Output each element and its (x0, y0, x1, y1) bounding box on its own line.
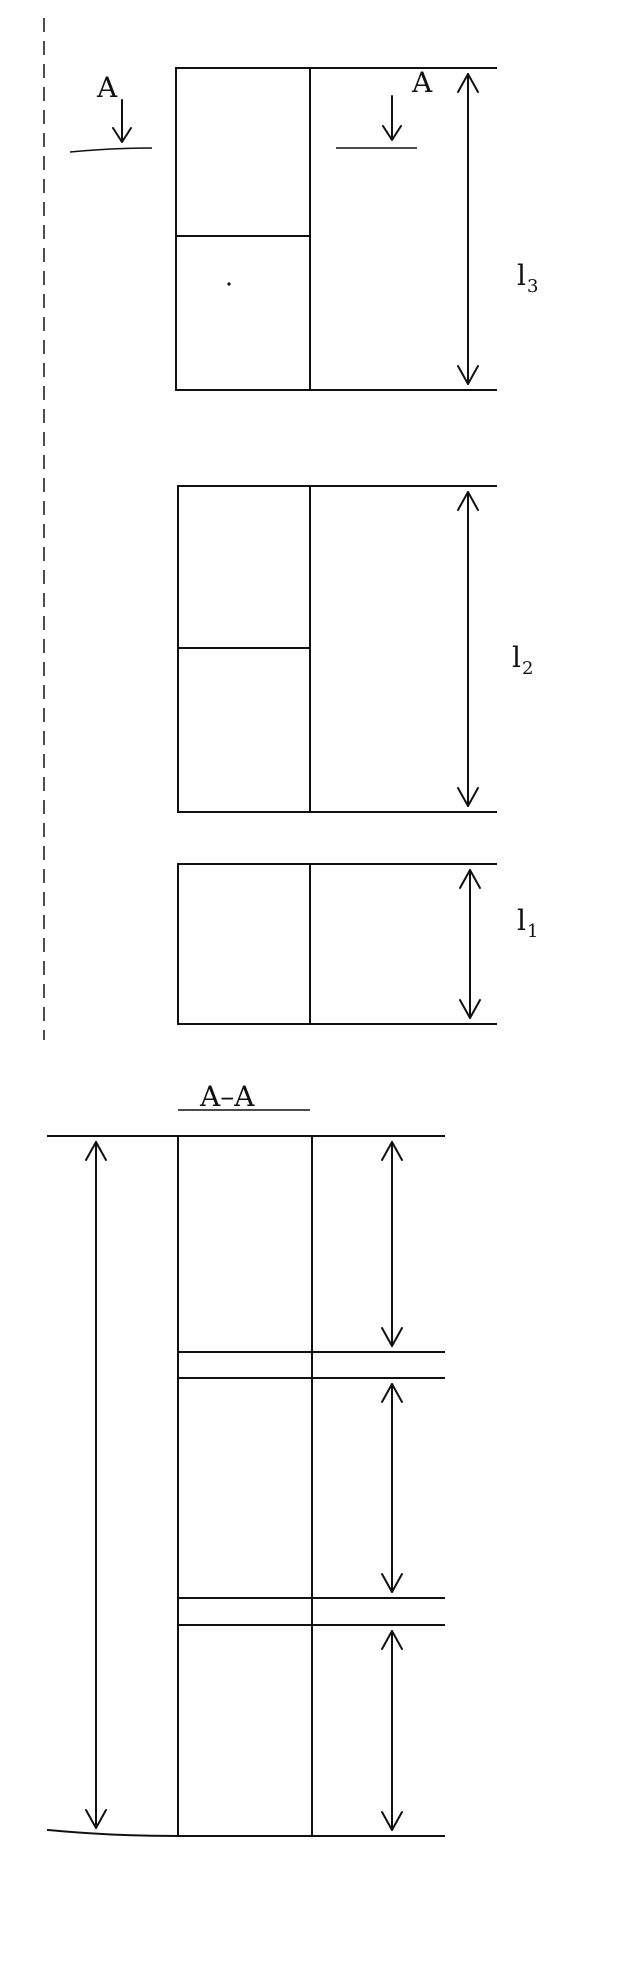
dimension-l1-label: l (517, 904, 526, 937)
block-l2 (177, 485, 497, 813)
dimension-l3-subscript: 3 (527, 276, 538, 297)
dimension-l2: l 2 (457, 491, 533, 807)
dimension-l2-subscript: 2 (522, 658, 533, 679)
dimension-l3-label: l (517, 259, 526, 292)
block-l3 (175, 67, 497, 391)
section-mark-right: A (336, 66, 433, 149)
dimension-segment-middle (381, 1383, 403, 1593)
section-mark-left-label: A (96, 71, 118, 104)
section-view (46, 1135, 445, 1837)
block-l1 (177, 863, 497, 1025)
dimension-l1: l 1 (459, 869, 538, 1019)
section-mark-left: A (69, 71, 153, 153)
dimension-l1-subscript: 1 (527, 921, 538, 942)
section-view-title: A–A (178, 1080, 310, 1113)
dimension-segment-lower (381, 1630, 403, 1831)
dimension-total (85, 1141, 107, 1829)
dimension-l3: l 3 (457, 73, 538, 385)
section-mark-right-label: A (411, 66, 433, 99)
dimension-segment-upper (381, 1141, 403, 1347)
dimension-l2-label: l (512, 641, 521, 674)
section-title-label: A–A (199, 1080, 255, 1113)
